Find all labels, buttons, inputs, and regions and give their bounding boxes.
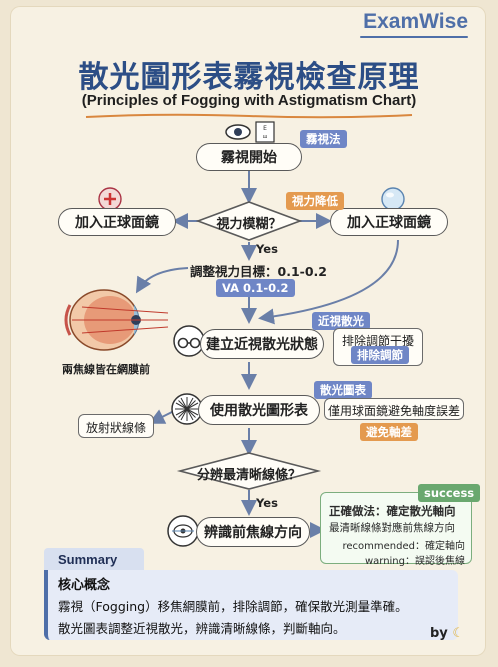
success-line-2: recommended：確定軸向 (342, 541, 465, 552)
success-tag: success (418, 484, 481, 502)
lens-icon-right (381, 187, 405, 211)
chart-note-tag: 避免軸差 (360, 423, 418, 441)
byline: by ☾ (430, 626, 464, 641)
start-label: 霧視開始 (221, 150, 277, 166)
yes-label-2: Yes (256, 496, 278, 510)
eye-anatomy-icon (64, 289, 169, 351)
brand-logo: ExamWise (363, 10, 468, 33)
myopic-note-tag: 排除調節 (351, 346, 409, 364)
myopic-note-text: 排除調節干擾 (341, 334, 414, 348)
blur-tag: 視力降低 (286, 192, 344, 210)
success-box: 正確做法：確定散光軸向 最清晰線條對應前焦線方向 recommended：確定軸… (320, 492, 472, 567)
yes-label-1: Yes (256, 242, 278, 256)
clearest-decision-label: 分辨最清晰線條？ (196, 468, 301, 483)
eye-caption: 兩焦線皆在網膜前 (62, 363, 150, 376)
start-node: 霧視開始 (196, 143, 302, 171)
chart-label: 使用散光圖形表 (210, 403, 308, 419)
myopic-label: 建立近視散光狀態 (206, 337, 318, 353)
plus-lens-left-node: 加入正球面鏡 (58, 208, 176, 236)
myopic-tag: 近視散光 (312, 312, 370, 330)
eye-focal-icon (167, 515, 199, 547)
chart-tag: 散光圖表 (314, 381, 372, 399)
blur-decision-label: 視力模糊？ (216, 217, 282, 232)
chart-node: 使用散光圖形表 (198, 395, 320, 425)
byline-text: by (430, 626, 448, 641)
identify-node: 辨識前焦線方向 (196, 517, 310, 547)
chart-note: 僅用球面鏡避免軸度誤差 (324, 398, 464, 420)
chart-note-text: 僅用球面鏡避免軸度誤差 (327, 404, 460, 418)
success-title: 正確做法：確定散光軸向 (329, 504, 456, 518)
target-tag: VA 0.1-0.2 (216, 279, 295, 297)
glasses-icon (173, 325, 205, 357)
success-line-3: warning：誤認後焦線 (364, 556, 465, 567)
plus-lens-right-node: 加入正球面鏡 (330, 208, 448, 236)
success-line-1: 最清晰線條對應前焦線方向 (329, 522, 455, 534)
radial-label: 放射狀線條 (85, 421, 146, 435)
eye-chart-icon: E ш (225, 121, 275, 143)
brand-underline (360, 36, 468, 38)
svg-text:E: E (263, 125, 267, 132)
summary-header: Summary (44, 548, 144, 570)
plus-lens-right-label: 加入正球面鏡 (347, 215, 431, 231)
banana-icon: ☾ (452, 626, 464, 641)
page-title: 散光圖形表霧視檢查原理 (78, 60, 420, 95)
myopic-node: 建立近視散光狀態 (200, 329, 324, 359)
subtitle-underline (85, 113, 413, 119)
page-subtitle: (Principles of Fogging with Astigmatism … (81, 92, 417, 109)
summary-line-1: 霧視（Fogging）移焦網膜前，排除調節，確保散光測量準確。 (58, 599, 408, 614)
target-label: 調整視力目標：0.1-0.2 (190, 264, 327, 279)
plus-lens-left-label: 加入正球面鏡 (75, 215, 159, 231)
start-tag: 霧視法 (300, 130, 347, 148)
summary-title: 核心概念 (58, 578, 111, 593)
summary-box: 核心概念 霧視（Fogging）移焦網膜前，排除調節，確保散光測量準確。 散光圖… (44, 570, 458, 640)
svg-text:ш: ш (263, 134, 268, 140)
radial-node: 放射狀線條 (78, 414, 154, 438)
identify-label: 辨識前焦線方向 (204, 525, 302, 541)
summary-line-2: 散光圖表調整近視散光，辨識清晰線條，判斷軸向。 (58, 621, 346, 636)
